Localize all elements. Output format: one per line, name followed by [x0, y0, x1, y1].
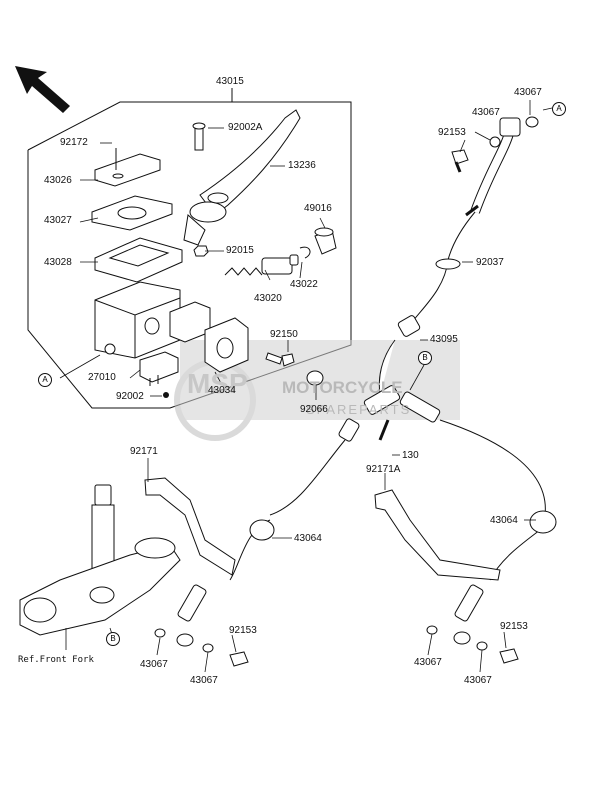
- part-label-43026: 43026: [44, 175, 72, 186]
- part-label-92153-left: 92153: [229, 625, 257, 636]
- part-label-92171: 92171: [130, 446, 158, 457]
- callout-b-junction: B: [418, 351, 432, 365]
- part-label-43095: 43095: [430, 334, 458, 345]
- part-label-43067-l2: 43067: [190, 675, 218, 686]
- lower-right-hose: [426, 419, 557, 651]
- master-cylinder-body: [94, 281, 249, 373]
- part-label-27010: 27010: [88, 372, 116, 383]
- piston-assembly: [224, 227, 337, 276]
- upper-hose: [409, 116, 539, 326]
- part-label-43034: 43034: [208, 385, 236, 396]
- part-label-43015: 43015: [216, 76, 244, 87]
- bolts: [265, 352, 324, 386]
- part-label-130: 130: [402, 450, 419, 461]
- part-label-92002: 92002: [116, 391, 144, 402]
- part-label-43067-l1: 43067: [140, 659, 168, 670]
- part-label-43067-top1: 43067: [472, 107, 500, 118]
- part-label-92037: 92037: [476, 257, 504, 268]
- steering-stem: [19, 484, 181, 636]
- part-label-92171A: 92171A: [366, 464, 401, 475]
- callout-b-fork: B: [106, 632, 120, 646]
- part-label-43064-left: 43064: [294, 533, 322, 544]
- part-label-92172: 92172: [60, 137, 88, 148]
- callout-a-left: A: [38, 373, 52, 387]
- lower-left-hose: [154, 439, 346, 653]
- watermark-line2: SPAREPARTS: [306, 402, 412, 417]
- callout-a-right: A: [552, 102, 566, 116]
- part-label-49016: 49016: [304, 203, 332, 214]
- watermark-logo: MSP: [187, 368, 248, 399]
- part-label-92002A: 92002A: [228, 122, 263, 133]
- direction-arrow-icon: [15, 66, 70, 113]
- part-label-92150: 92150: [270, 329, 298, 340]
- part-label-92066: 92066: [300, 404, 328, 415]
- part-label-43064-right: 43064: [490, 515, 518, 526]
- part-label-43067-r2: 43067: [464, 675, 492, 686]
- part-label-92153-right: 92153: [500, 621, 528, 632]
- part-label-43067-top2: 43067: [514, 87, 542, 98]
- brake-lever: [183, 109, 301, 246]
- part-label-92153-top: 92153: [438, 127, 466, 138]
- part-label-43028: 43028: [44, 257, 72, 268]
- part-label-92015: 92015: [226, 245, 254, 256]
- hose-brackets: [144, 477, 501, 581]
- part-label-43067-r1: 43067: [414, 657, 442, 668]
- leader-lines: [59, 100, 553, 673]
- watermark-line1: MOTORCYCLE: [282, 378, 403, 397]
- brake-junction: [338, 315, 441, 442]
- part-label-43022: 43022: [290, 279, 318, 290]
- brake-switch: [139, 351, 179, 386]
- reservoir-cap: [91, 153, 183, 283]
- part-label-13236: 13236: [288, 160, 316, 171]
- ref-front-fork-label: Ref.Front Fork: [18, 655, 94, 665]
- part-label-43027: 43027: [44, 215, 72, 226]
- part-label-43020: 43020: [254, 293, 282, 304]
